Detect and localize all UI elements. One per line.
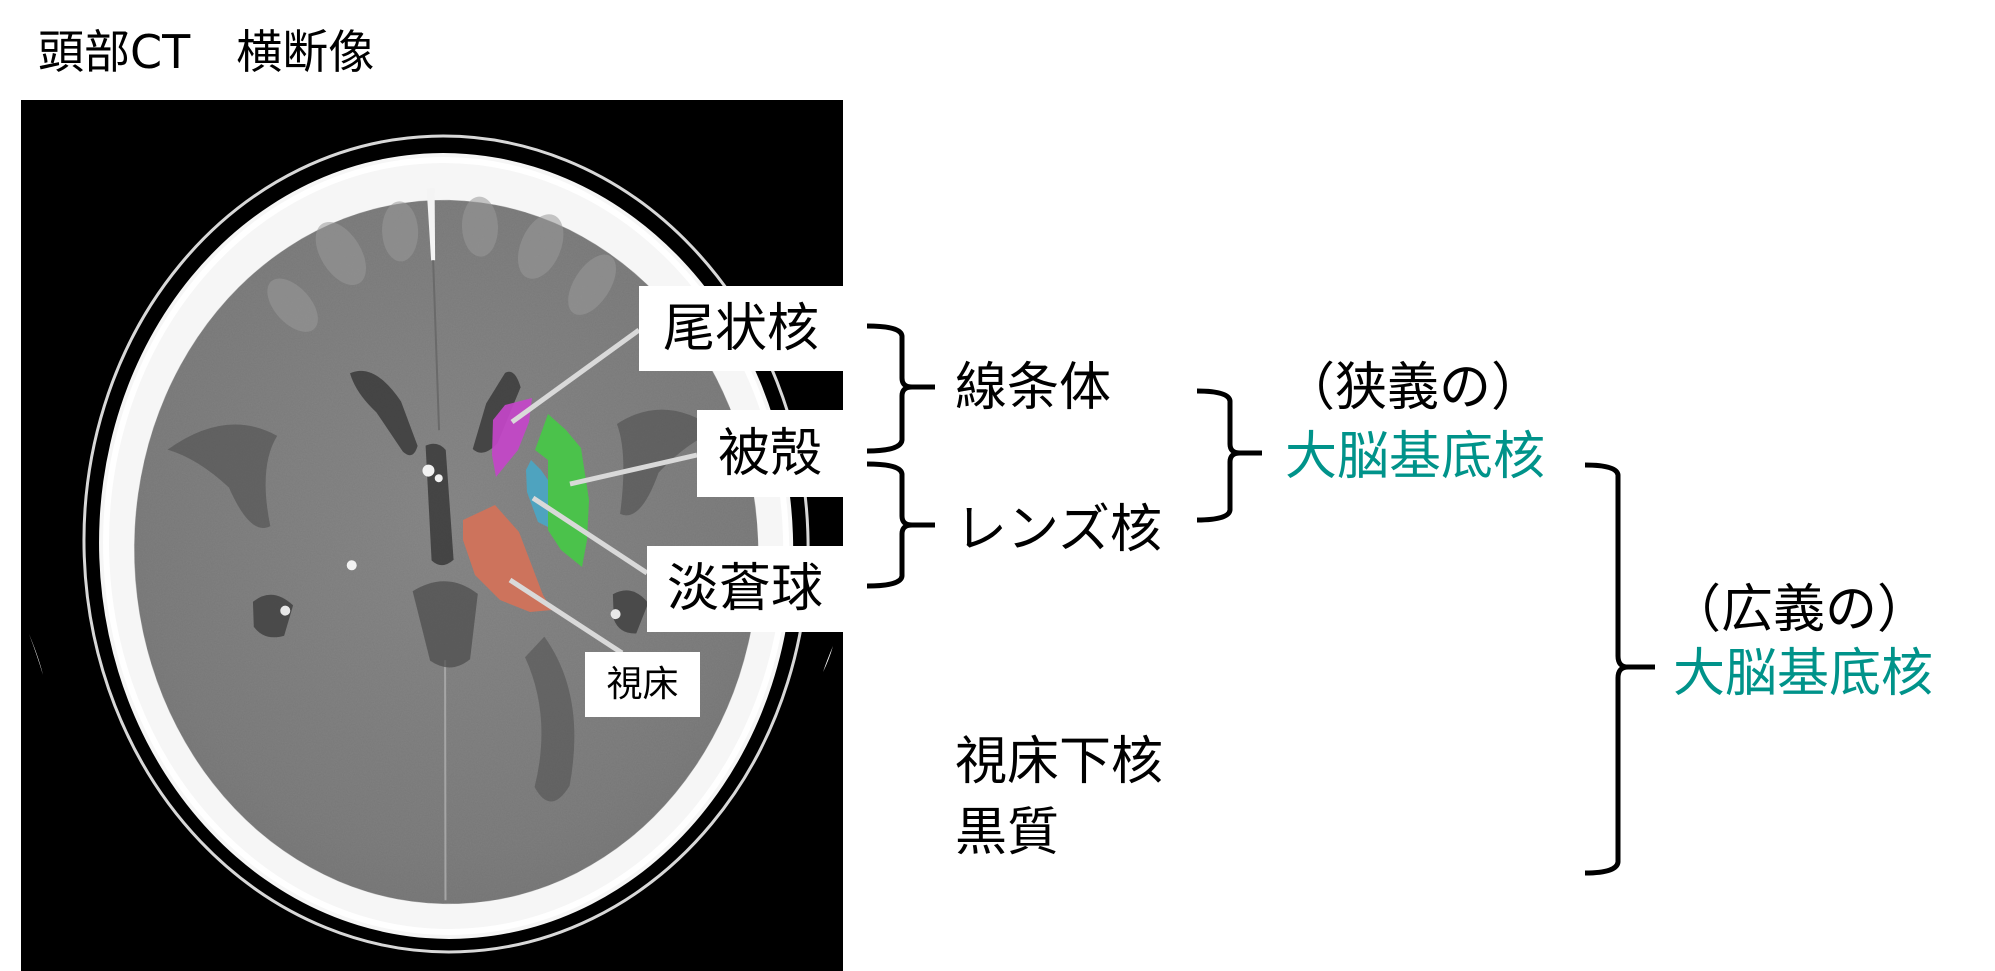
label-putamen: 被殻 — [697, 410, 843, 497]
term-broad-prefix: （広義の） — [1669, 580, 1930, 640]
term-subthalamic-nucleus: 視床下核 — [955, 732, 1164, 792]
term-narrow-prefix: （狭義の） — [1283, 358, 1544, 418]
label-thalamus-text: 視床 — [606, 663, 679, 705]
globus-pallidus-overlay — [526, 460, 548, 527]
leader-lines — [508, 327, 698, 656]
label-putamen-text: 被殻 — [717, 423, 822, 484]
label-globus-pallidus-text: 淡蒼球 — [666, 559, 823, 619]
bracket-lentiform — [866, 461, 935, 589]
label-caudate-text: 尾状核 — [662, 298, 819, 359]
label-thalamus: 視床 — [585, 652, 700, 717]
label-caudate: 尾状核 — [639, 286, 843, 371]
ct-scan-image — [29, 134, 833, 954]
bracket-narrow — [1196, 388, 1262, 523]
term-striatum: 線条体 — [955, 358, 1112, 418]
term-lentiform-nucleus: レンズ核 — [955, 500, 1162, 560]
bracket-striatum — [866, 323, 935, 454]
term-substantia-nigra: 黒質 — [955, 803, 1060, 863]
bracket-broad — [1584, 462, 1655, 876]
label-globus-pallidus: 淡蒼球 — [647, 546, 843, 632]
thalamus-overlay — [463, 505, 552, 612]
ct-image-panel — [21, 100, 843, 971]
page-title: 頭部CT 横断像 — [38, 25, 375, 79]
term-narrow-basal-ganglia: 大脳基底核 — [1285, 427, 1546, 487]
term-broad-basal-ganglia: 大脳基底核 — [1673, 644, 1934, 704]
